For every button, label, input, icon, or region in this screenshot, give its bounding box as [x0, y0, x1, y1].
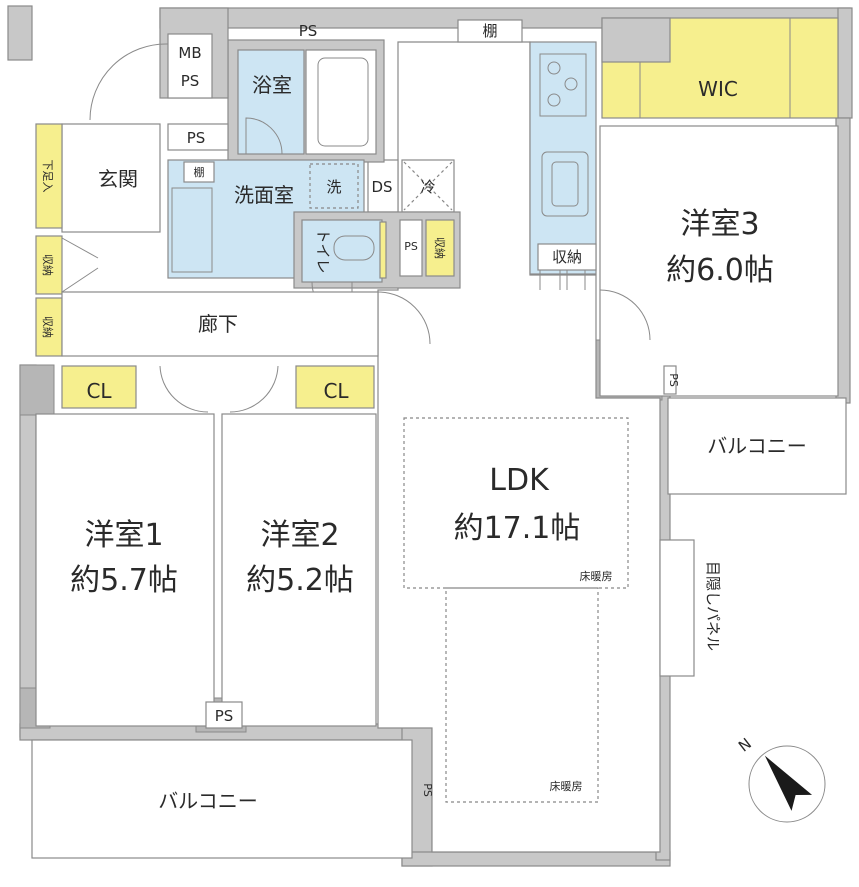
- shoe-cabinet-label: 下足入: [41, 160, 54, 193]
- ps-room3: [663, 365, 677, 395]
- room1-area: 約5.7帖: [70, 563, 178, 598]
- bathroom: [237, 49, 305, 155]
- bathtub-area: [305, 49, 377, 155]
- stove-top: [539, 53, 587, 117]
- balcony-east: [667, 397, 847, 495]
- exterior-wall-stub: [7, 5, 33, 61]
- corridor: [61, 291, 379, 357]
- ps-top-label: PS: [299, 22, 318, 40]
- wic-label: WIC: [698, 77, 738, 101]
- hall-storage-2-label: 収納: [41, 316, 54, 338]
- shoe-cabinet: [35, 123, 63, 229]
- floor-heating-zone-1: [403, 417, 629, 589]
- room3-label: 洋室3: [680, 207, 759, 242]
- entrance-label: 玄関: [98, 167, 138, 191]
- balcony-east-label: バルコニー: [707, 434, 807, 458]
- sink-icon: [541, 151, 589, 217]
- ps-room3-label: PS: [667, 373, 680, 387]
- toilet-shelf: [379, 221, 387, 279]
- washroom-shelf: [183, 161, 215, 183]
- shelf-washroom-label: 棚: [194, 165, 205, 179]
- bath-label: 浴室: [252, 73, 292, 97]
- mb-ps: [167, 33, 213, 99]
- west-wall: [19, 364, 37, 738]
- floor-heating-label-1: 床暖房: [580, 569, 613, 583]
- fridge-icon: [403, 161, 453, 211]
- north-arrow-icon: [764, 755, 813, 811]
- ldk-door-swing: [377, 291, 431, 345]
- bath-door-swing: [245, 117, 283, 155]
- hall-storage-1: [35, 235, 63, 295]
- shelf-top-label: 棚: [482, 22, 497, 40]
- ps-entry: [167, 123, 229, 151]
- washer-label: 洗: [326, 178, 341, 196]
- compass-north-label: N: [735, 734, 755, 755]
- sink-basin-icon: [551, 161, 579, 207]
- toilet-storage-label: 収納: [433, 237, 446, 259]
- pillar-nw: [19, 364, 55, 416]
- toilet-side-storage: [425, 219, 455, 277]
- kitchen-storage-label: 収納: [552, 248, 582, 266]
- fridge-label: 冷: [420, 178, 435, 196]
- kitchen-storage: [537, 243, 597, 271]
- room-3: [599, 125, 839, 397]
- burner-icon: [547, 93, 561, 107]
- ps-ldk-label: PS: [421, 783, 434, 797]
- hall-storage-1-label: 収納: [41, 254, 54, 276]
- ps-south: [205, 701, 243, 729]
- ps-toilet-label: PS: [404, 240, 418, 253]
- room3-area: 約6.0帖: [666, 253, 774, 288]
- floor-heating-label-2: 床暖房: [550, 779, 583, 793]
- kitchen-counter: [529, 41, 597, 275]
- closet-room2: [295, 365, 375, 409]
- room2-area: 約5.2帖: [246, 563, 354, 598]
- closet-room1: [61, 365, 137, 409]
- screen-panel: [659, 539, 695, 677]
- toilet-label: トイレ: [314, 228, 332, 273]
- balcony-south-label: バルコニー: [158, 789, 258, 813]
- cl-right-label: CL: [323, 379, 349, 403]
- toilet-room: [301, 219, 383, 283]
- entrance: [61, 123, 161, 233]
- room2-door-swing: [229, 365, 279, 413]
- toilet-icon: [333, 235, 375, 261]
- washer-space: [309, 163, 359, 209]
- ps-toilet: [399, 219, 423, 277]
- room-1: [35, 413, 215, 727]
- floor-heating-zone-2: [445, 587, 599, 803]
- northeast-wall: [837, 7, 853, 119]
- kitchen-storage-doors: [539, 270, 586, 290]
- ldk-label: LDK: [489, 463, 550, 498]
- compass-ring: [748, 745, 826, 823]
- balcony-south: [31, 739, 413, 859]
- wic-partitions: [639, 18, 791, 118]
- bathtub-icon: [317, 57, 369, 147]
- corridor-label: 廊下: [198, 312, 238, 336]
- mb-label: MB: [178, 44, 201, 62]
- room1-label: 洋室1: [84, 518, 163, 553]
- burner-icon: [564, 77, 578, 91]
- ps-mb-label: PS: [181, 72, 200, 90]
- wic-wall-notch: [601, 17, 671, 63]
- ldk-area: 約17.1帖: [454, 511, 581, 546]
- ps-entry-label: PS: [187, 129, 206, 147]
- screen-panel-label: 目隠しパネル: [704, 561, 722, 651]
- burner-icon: [547, 61, 561, 75]
- hall-storage-doors: [61, 237, 99, 355]
- ps-south-label: PS: [215, 707, 234, 725]
- ds-label: DS: [371, 178, 392, 196]
- room1-door-swing: [159, 365, 209, 413]
- ldk-south-wall: [401, 851, 671, 867]
- entry-door-swing: [89, 43, 169, 121]
- cl-left-label: CL: [86, 379, 112, 403]
- room3-door-swing: [599, 289, 651, 341]
- washroom-label: 洗面室: [234, 183, 294, 207]
- room-2: [221, 413, 377, 727]
- room2-label: 洋室2: [260, 518, 339, 553]
- shelf-top: [457, 19, 523, 43]
- vanity-icon: [171, 187, 213, 273]
